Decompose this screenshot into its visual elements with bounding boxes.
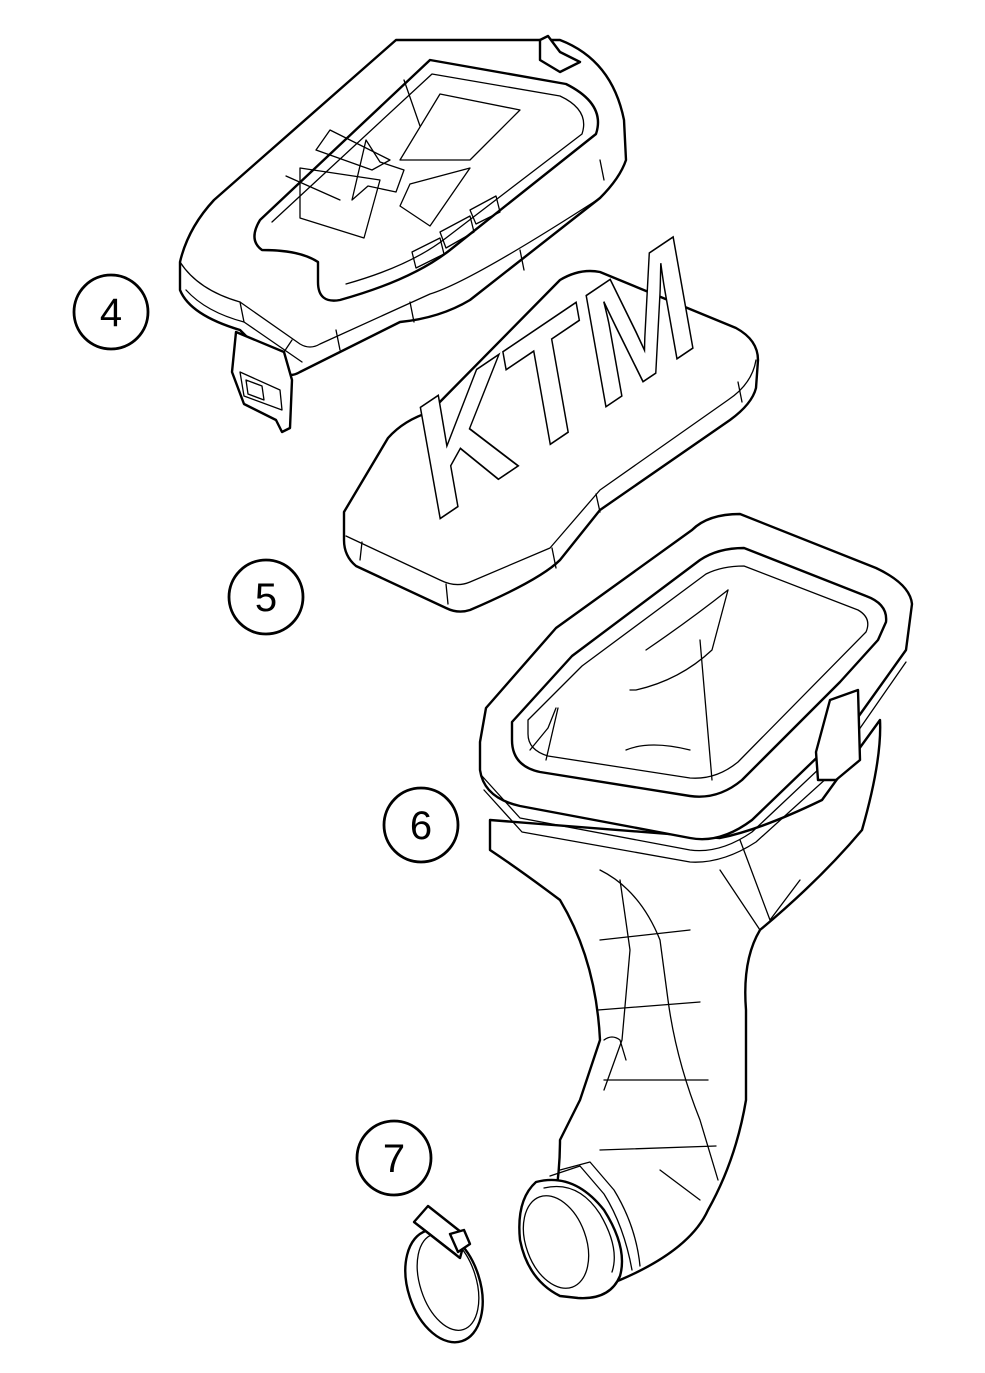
callout-4-label: 4 bbox=[100, 291, 122, 335]
callout-5-label: 5 bbox=[255, 576, 277, 620]
callout-7: 7 bbox=[355, 1119, 433, 1197]
hose-clamp-drawing bbox=[404, 1204, 484, 1344]
callout-5: 5 bbox=[227, 558, 305, 636]
callout-6-label: 6 bbox=[410, 804, 432, 848]
intake-boot-drawing bbox=[478, 512, 914, 1300]
callout-4: 4 bbox=[72, 273, 150, 351]
callout-7-label: 7 bbox=[383, 1137, 405, 1181]
callout-6: 6 bbox=[382, 786, 460, 864]
airbox-cover-drawing bbox=[178, 34, 628, 434]
